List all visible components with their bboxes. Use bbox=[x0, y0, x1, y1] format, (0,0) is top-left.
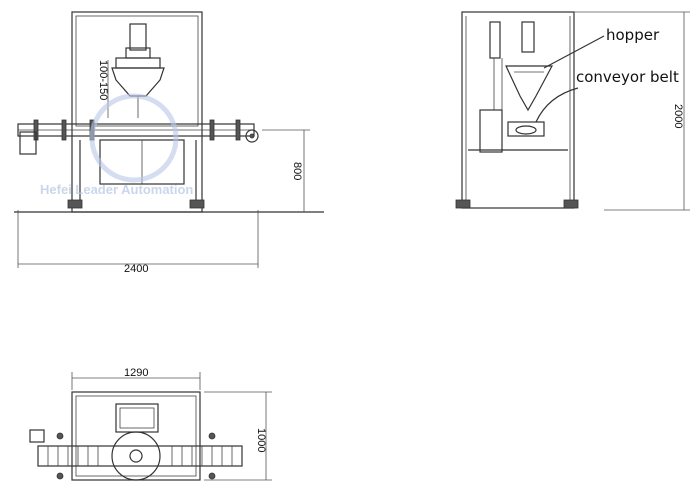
side-conveyor bbox=[507, 121, 545, 137]
side-frame bbox=[461, 11, 575, 209]
depth-1000-dim: 1000 bbox=[255, 428, 267, 452]
side-motor bbox=[489, 21, 501, 59]
front-view: 100-150 800 2400 Hefei Leader Automation bbox=[14, 11, 324, 275]
top-conveyor bbox=[37, 445, 243, 467]
height-800-dim: 800 bbox=[291, 162, 303, 180]
width-1290-dim: 1290 bbox=[124, 367, 148, 379]
fill-height-dim: 100-150 bbox=[97, 60, 109, 100]
side-hopper bbox=[505, 65, 553, 112]
filler-motor bbox=[129, 23, 147, 51]
conveyor-belt-label: conveyor belt bbox=[576, 68, 679, 86]
conveyor-leader bbox=[535, 87, 579, 123]
hopper-label: hopper bbox=[606, 26, 660, 44]
hopper-leader bbox=[543, 35, 605, 69]
length-2400-dim: 2400 bbox=[124, 263, 148, 275]
top-turntable bbox=[111, 431, 161, 481]
conveyor-motor bbox=[19, 131, 37, 155]
top-frame bbox=[71, 391, 201, 481]
front-hopper bbox=[111, 67, 165, 97]
top-view: 1290 1000 bbox=[29, 367, 272, 481]
watermark: Hefei Leader Automation bbox=[40, 182, 193, 197]
watermark-logo bbox=[89, 93, 179, 183]
height-2000-dim: 2000 bbox=[672, 104, 684, 128]
side-view: hopper conveyor belt 2000 bbox=[455, 11, 690, 211]
top-motor bbox=[29, 429, 45, 443]
